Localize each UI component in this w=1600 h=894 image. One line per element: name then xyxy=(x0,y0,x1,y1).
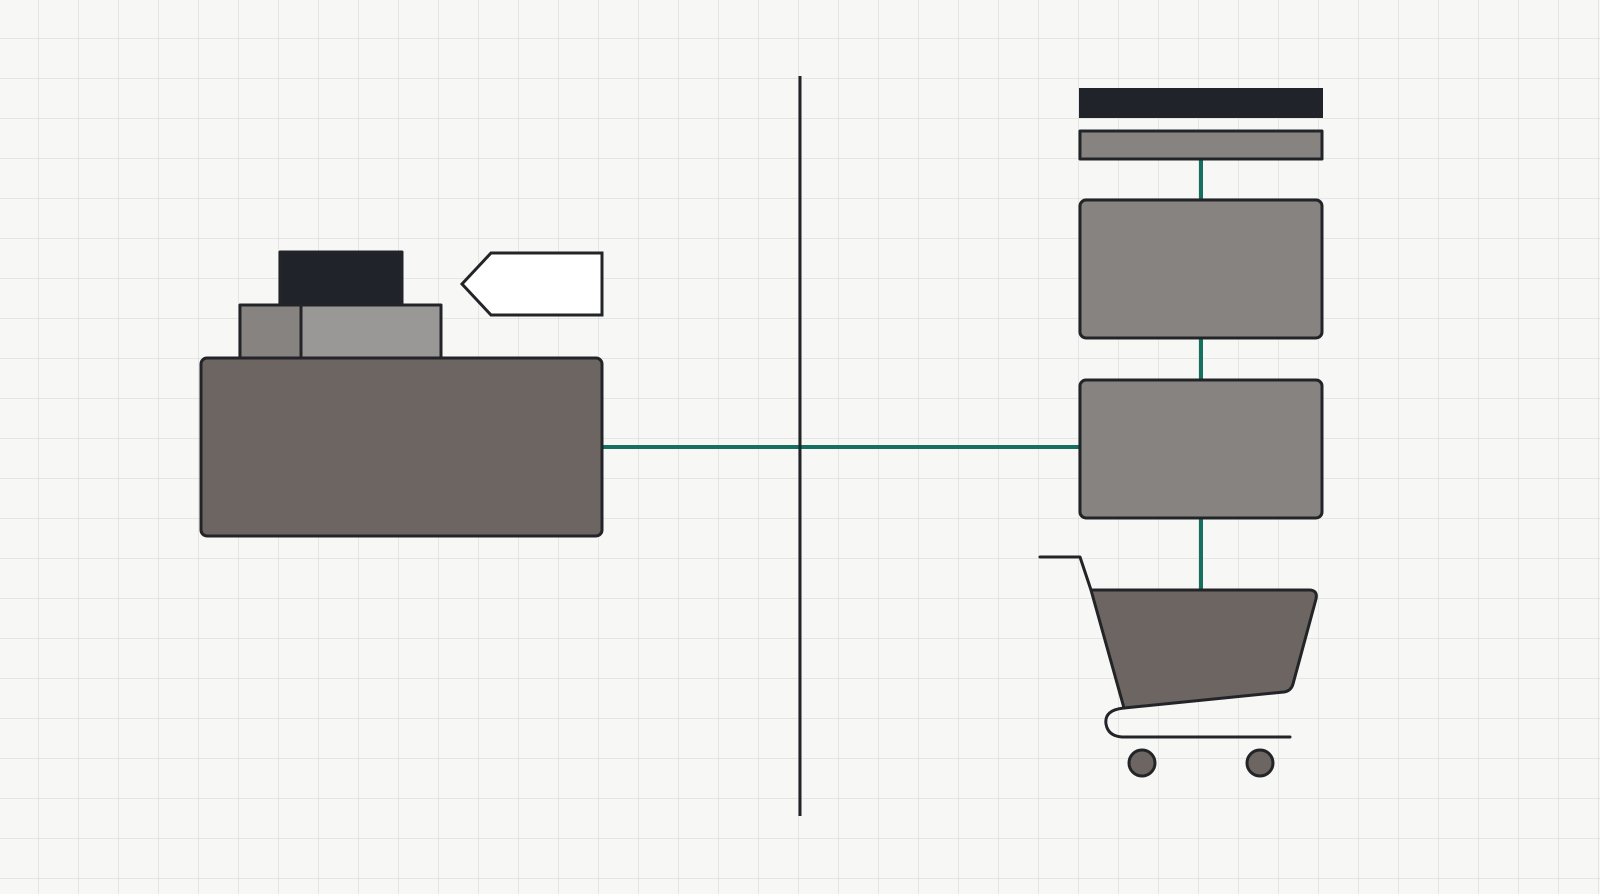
stack-box-upper xyxy=(1078,198,1324,340)
stack-subheader-bar xyxy=(1078,129,1324,161)
register-keypad-left xyxy=(238,303,303,361)
cart-wheel-right xyxy=(1245,748,1275,778)
stack-header-bar xyxy=(1079,88,1323,118)
cart-handle xyxy=(1038,555,1093,592)
shopping-cart-icon xyxy=(1038,555,1318,778)
connectors xyxy=(603,160,1203,590)
cart-wheel-left xyxy=(1127,748,1157,778)
register-base xyxy=(199,356,604,538)
price-tag-icon xyxy=(459,251,604,317)
cart-basket xyxy=(1089,588,1318,710)
register-display xyxy=(278,250,404,310)
cart-frame xyxy=(1104,706,1292,739)
cash-register-icon xyxy=(199,250,604,538)
stack-box-lower xyxy=(1078,378,1324,520)
register-keypad-right xyxy=(299,303,443,361)
right-stack xyxy=(1078,88,1324,520)
